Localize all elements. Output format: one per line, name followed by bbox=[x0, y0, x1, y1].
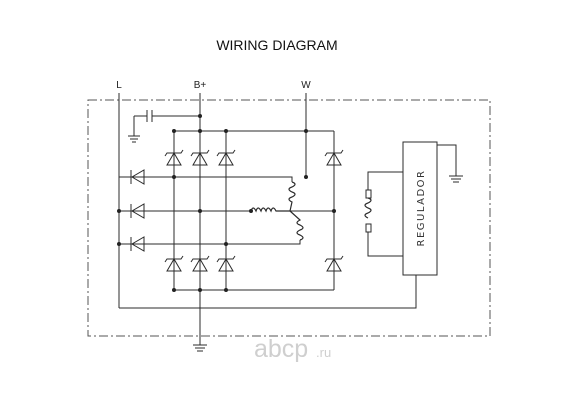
rotor-field-coil bbox=[364, 197, 372, 219]
exciter-diode-1 bbox=[130, 169, 145, 185]
capacitor bbox=[128, 110, 200, 143]
diode-top-3 bbox=[216, 149, 236, 166]
wire-stator-phase-1 bbox=[174, 176, 293, 182]
exciter-diode-3 bbox=[130, 236, 145, 252]
diode-top-aux bbox=[324, 149, 344, 166]
diode-bottom-aux bbox=[324, 255, 344, 272]
diode-bottom-1 bbox=[164, 255, 184, 272]
watermark-logo: abcp .ru bbox=[254, 335, 331, 363]
junction-dots bbox=[117, 114, 336, 292]
diode-top-2 bbox=[190, 149, 210, 166]
regulator-box bbox=[402, 141, 438, 276]
wire-field-lower bbox=[367, 232, 403, 257]
wire-regulator-ground bbox=[437, 144, 457, 176]
terminal-label-b-plus: B+ bbox=[194, 80, 207, 91]
stator-coil-lower bbox=[289, 210, 304, 241]
terminal-label-w: W bbox=[301, 80, 311, 91]
brush-upper bbox=[365, 189, 372, 199]
brush-lower bbox=[365, 223, 372, 233]
exciter-diode-2 bbox=[130, 203, 145, 219]
wire-stator-phase-3 bbox=[226, 240, 301, 245]
terminal-label-l: L bbox=[116, 80, 122, 91]
wire-field-upper bbox=[367, 171, 403, 190]
stator-coil-middle bbox=[250, 207, 290, 213]
watermark-brand: abcp bbox=[254, 335, 308, 363]
regulator-label: REGULADOR bbox=[416, 170, 427, 247]
ground-symbol-regulator bbox=[449, 175, 463, 183]
ground-symbol-main bbox=[193, 344, 207, 352]
diagram-title: WIRING DIAGRAM bbox=[216, 37, 337, 53]
diode-top-1 bbox=[164, 149, 184, 166]
diode-bottom-2 bbox=[190, 255, 210, 272]
watermark-suffix: .ru bbox=[316, 345, 331, 360]
diode-bottom-3 bbox=[216, 255, 236, 272]
stator-coil-upper bbox=[288, 181, 296, 212]
alternator-housing-outline bbox=[87, 99, 491, 337]
wire-l-to-regulator bbox=[119, 275, 417, 309]
